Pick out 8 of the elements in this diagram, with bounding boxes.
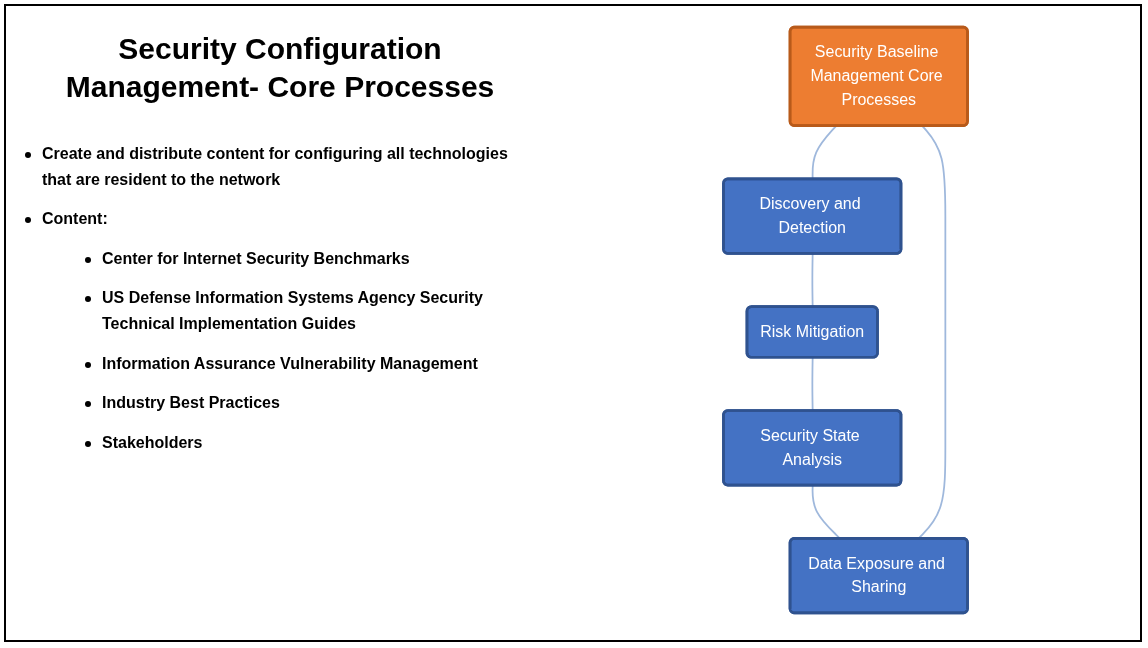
title: Security Configuration Management- Core Processes [64, 31, 496, 105]
bullet-text: Information Assurance Vulnerability Management [102, 354, 478, 372]
bullet-text: Create and distribute content for configuring all technologies that are resident to the network [42, 145, 508, 188]
bullet-text: US Defense Information Systems Agency Security Technical Implementation Guides [102, 289, 483, 332]
bullet-text: Stakeholders [102, 433, 203, 451]
bullet-text: Center for Internet Security Benchmarks [102, 249, 410, 267]
bullet-text: Content: [42, 210, 108, 228]
bullet-text: Industry Best Practices [102, 394, 280, 412]
